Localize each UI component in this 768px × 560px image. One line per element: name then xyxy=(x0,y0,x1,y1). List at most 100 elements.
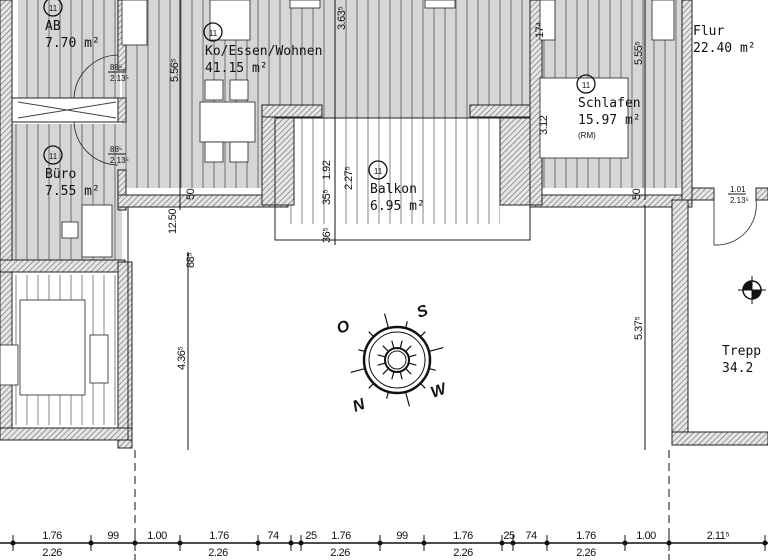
compass-ray xyxy=(428,367,436,371)
room-area: 15.97 m² xyxy=(578,113,641,128)
bottom-dimension-upper: 1.00 xyxy=(636,530,656,542)
compass-ray xyxy=(404,391,411,407)
room-name: Balkon xyxy=(370,182,417,197)
compass-inner-ray xyxy=(408,354,417,358)
compass-ray xyxy=(404,321,408,329)
compass-ray xyxy=(358,349,366,353)
dimension-node xyxy=(421,540,427,546)
room-area: 6.95 m² xyxy=(370,199,425,214)
room-ab-floor xyxy=(18,0,120,98)
bottom-dimension-upper: 1.00 xyxy=(147,530,167,542)
dimension-node xyxy=(666,540,672,546)
dimension-node xyxy=(255,540,261,546)
compass-letter: S xyxy=(415,302,431,322)
room-number-badge xyxy=(576,74,596,94)
compass-inner-ray xyxy=(377,354,386,358)
bottom-dimension-lower: 2.26 xyxy=(330,547,350,559)
bottom-dimension-upper: 1.76 xyxy=(331,530,351,542)
compass-ray xyxy=(386,391,390,399)
room-number-badge xyxy=(203,22,223,42)
vertical-dimension-label: 50 xyxy=(185,188,197,200)
vertical-dimension-label: 2.27⁵ xyxy=(343,167,355,190)
dining-table xyxy=(199,101,256,143)
bottom-dimension-upper: 99 xyxy=(107,530,119,542)
vertical-dimension-label: 35⁵ xyxy=(321,190,333,205)
compass-ray xyxy=(428,346,444,353)
dimension-node xyxy=(10,540,16,546)
dimension-node xyxy=(177,540,183,546)
room-name: Flur xyxy=(693,24,724,39)
compass-ray xyxy=(368,331,375,338)
compass-letter: N xyxy=(351,396,368,416)
bottom-dimension-upper: 99 xyxy=(396,530,408,542)
vertical-dimension-label: 5.56⁵ xyxy=(169,59,181,82)
bottom-dimension-upper: 2.11⁵ xyxy=(707,530,730,542)
room-number: 11 xyxy=(49,152,58,161)
survey-marker-icon xyxy=(738,276,766,304)
bottom-dimension-lower: 2.26 xyxy=(42,547,62,559)
bottom-dimension-upper: 1.76 xyxy=(453,530,473,542)
bottom-dimension-upper: 25 xyxy=(503,530,515,542)
compass-inner-ray xyxy=(391,340,395,349)
vertical-dimension-label: 3.63⁵ xyxy=(336,7,348,30)
vertical-dimension-label: 5.55⁵ xyxy=(633,42,645,65)
bottom-dimension-lower: 2.26 xyxy=(576,547,596,559)
doors xyxy=(73,54,757,246)
room-area: 41.15 m² xyxy=(205,61,268,76)
compass-ray xyxy=(419,382,426,389)
room-name: Trepp xyxy=(722,344,761,359)
bottom-dimension-upper: 1.76 xyxy=(209,530,229,542)
vertical-dimension-label: 88⁵ xyxy=(185,253,197,268)
dimension-node xyxy=(762,540,768,546)
door-height-label: 2.13⁵ xyxy=(110,74,129,83)
room-name: Büro xyxy=(45,167,76,182)
dimension-node xyxy=(88,540,94,546)
room-name: Schlafen xyxy=(578,96,641,111)
bottom-dimension-upper: 74 xyxy=(525,530,537,542)
compass-inner-ray xyxy=(382,345,389,352)
vertical-dimension-label: 36⁵ xyxy=(321,228,333,243)
dimension-node xyxy=(510,540,516,546)
room-note: (RM) xyxy=(578,131,596,140)
bottom-dimension-upper: 74 xyxy=(267,530,279,542)
compass-ray xyxy=(419,331,426,338)
vertical-dimension-label: 12.50 xyxy=(167,209,179,234)
room-balkon-floor xyxy=(290,118,500,224)
furniture xyxy=(0,0,675,396)
door-height-label: 2.13⁵ xyxy=(730,196,749,205)
dimension-node xyxy=(499,540,505,546)
stove xyxy=(209,0,251,41)
room-number: 11 xyxy=(374,167,383,176)
vertical-dimension-label: 17⁴ xyxy=(534,22,546,38)
compass-inner-ray xyxy=(408,362,417,366)
compass-ray xyxy=(350,367,366,374)
room-number-badge xyxy=(368,160,388,180)
compass-inner-ray xyxy=(405,345,412,352)
walls xyxy=(0,0,768,449)
compass-inner-ray xyxy=(405,368,412,375)
door-width-label: 88⁵ xyxy=(110,145,122,154)
door-height-label: 2.13⁵ xyxy=(110,156,129,165)
bed xyxy=(539,77,629,159)
compass-inner-ray xyxy=(399,340,403,349)
vertical-dimension-label: 4.36⁵ xyxy=(176,347,188,370)
compass-letter: O xyxy=(335,317,353,337)
bottom-dimension-lower: 2.26 xyxy=(453,547,473,559)
compass-ray xyxy=(383,313,390,329)
compass-inner-ray xyxy=(382,368,389,375)
bottom-dimension-upper: 1.76 xyxy=(42,530,62,542)
room-number: 11 xyxy=(582,81,591,90)
room-number: 11 xyxy=(49,4,58,13)
vertical-dimension-label: 3.12 xyxy=(538,115,550,135)
room-name: AB xyxy=(45,19,61,34)
room-number-badge xyxy=(43,145,63,165)
bottom-dimension-lower: 2.26 xyxy=(208,547,228,559)
room-area: 7.55 m² xyxy=(45,184,100,199)
dimension-node xyxy=(622,540,628,546)
room-name: Ko/Essen/Wohnen xyxy=(205,44,322,59)
compass-inner-ray xyxy=(391,371,395,380)
room-number-badge xyxy=(43,0,63,17)
